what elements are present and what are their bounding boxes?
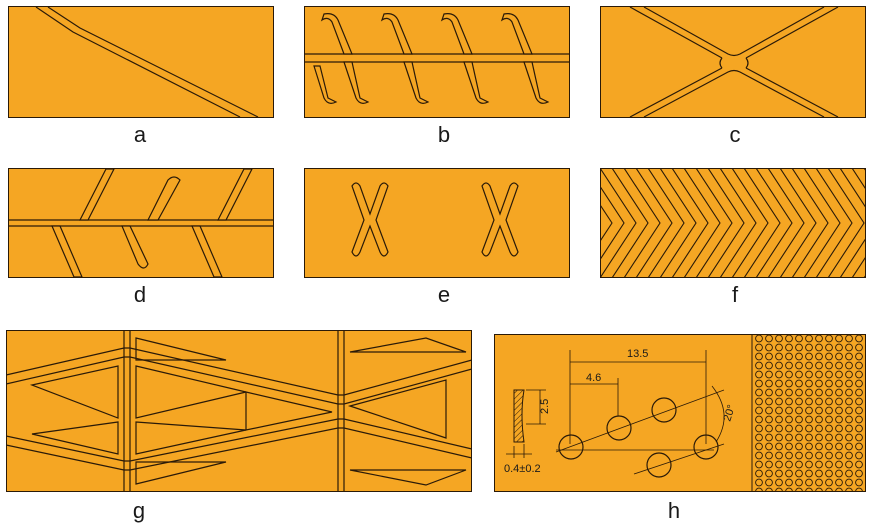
chevron-groove [779,169,817,277]
chevron-groove [731,169,769,277]
chevron-groove [719,169,757,277]
dim-pitch: 13.5 [627,348,648,360]
panel-a [8,6,274,118]
panel-d [8,168,274,278]
chevron-groove [671,169,709,277]
panel-label-h: h [667,498,681,523]
chevron-groove [695,169,733,277]
chevron-groove [791,169,829,277]
dim-width: 0.4±0.2 [504,463,541,475]
panel-g [6,330,472,492]
chevron-groove [839,169,865,277]
chevron-groove [767,169,805,277]
panel-label-g: g [132,498,146,523]
panel-label-e: e [437,282,451,307]
panel-c [600,6,866,118]
chevron-groove [683,169,721,277]
chevron-groove [851,169,865,277]
panel-label-a: a [133,122,147,147]
chevron-groove [743,169,781,277]
chevron-groove [659,169,697,277]
chevron-groove [611,169,649,277]
chevron-groove [707,169,745,277]
dim-angle: 20° [721,403,738,423]
panel-label-b: b [437,122,451,147]
chevron-groove [601,169,637,277]
panel-label-d: d [133,282,147,307]
panel-b [304,6,570,118]
panel-label-c: c [729,122,741,147]
chevron-groove [601,186,625,260]
chevron-groove [635,169,673,277]
dim-spacing: 4.6 [586,372,601,384]
chevron-groove [647,169,685,277]
chevron-groove [815,169,853,277]
chevron-groove [623,169,661,277]
chevron-groove [601,205,613,241]
panel-e [304,168,570,278]
chevron-groove [803,169,841,277]
chevron-groove [827,169,865,277]
panel-label-f: f [731,282,739,307]
dim-depth: 2.5 [539,399,551,414]
chevron-groove [755,169,793,277]
panel-h: 13.5 4.6 20° 2.5 0.4±0.2 [494,334,866,492]
panel-f [600,168,866,278]
